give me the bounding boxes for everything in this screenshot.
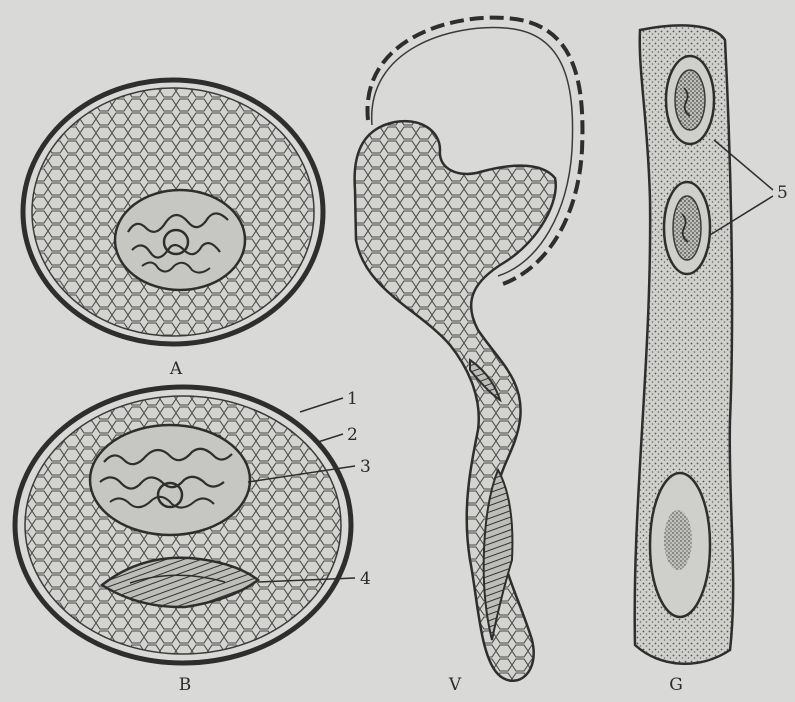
panel-b-cell: B	[15, 387, 351, 695]
callout-2: 2	[347, 425, 358, 445]
panel-g-nucleus-3	[650, 473, 710, 617]
panel-a-nucleus	[115, 190, 245, 290]
callout-4: 4	[360, 569, 371, 589]
panel-v-label: V	[448, 675, 462, 695]
panel-v-cell: V	[355, 18, 583, 695]
panel-g-label: G	[669, 675, 683, 695]
panel-g-nucleus-1	[666, 56, 714, 144]
callout-5: 5	[777, 183, 788, 203]
panel-b-label: B	[179, 675, 192, 695]
panel-g-cell: 5 G	[635, 25, 788, 695]
callout-3: 3	[360, 457, 371, 477]
callout-1: 1	[347, 389, 358, 409]
panel-b-nucleus	[90, 425, 250, 535]
panel-v-cytoplasm	[355, 121, 556, 681]
panel-a-label: A	[169, 359, 183, 379]
panel-a-cell: A	[23, 80, 323, 379]
panel-g-nucleus-2	[664, 182, 710, 274]
